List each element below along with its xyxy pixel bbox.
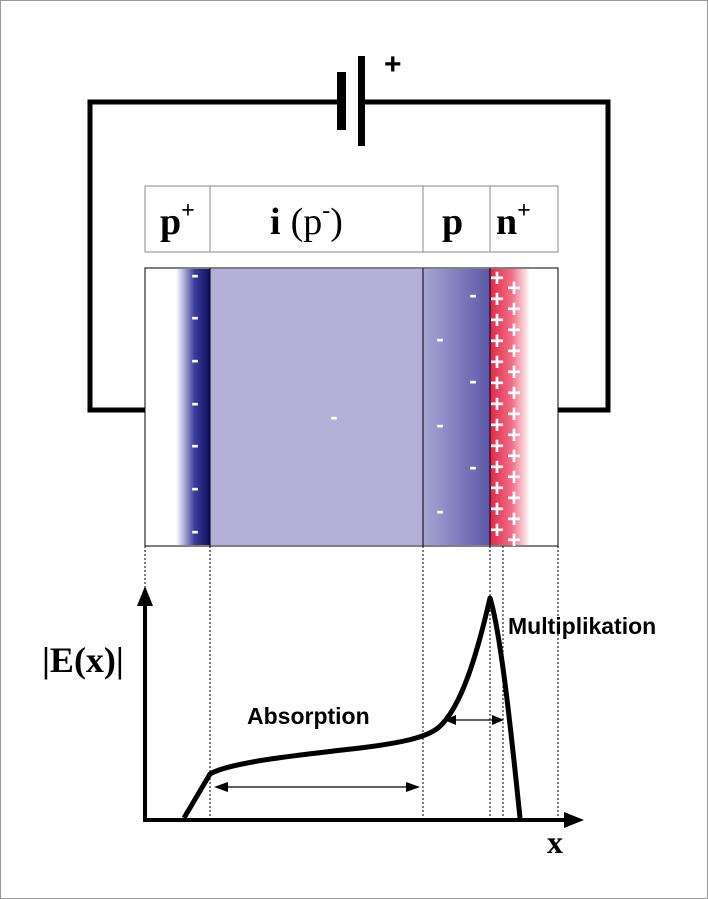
circuit-wire (87, 99, 611, 413)
plus-charge: + (490, 286, 504, 313)
plus-charge: + (490, 307, 504, 334)
intrinsic-region (210, 269, 423, 545)
absorption-arrow (214, 782, 420, 792)
device-body (144, 267, 559, 547)
plus-charge: + (490, 370, 504, 397)
minus-charge: - (191, 262, 198, 287)
y-axis-label: |E(x)| (42, 640, 124, 680)
plus-charge: + (490, 517, 504, 544)
plus-charge: + (490, 265, 504, 292)
plus-charge: + (507, 296, 521, 323)
plus-charge: + (490, 391, 504, 418)
multiplication-label: Multiplikation (508, 613, 656, 639)
y-axis-arrow-icon (137, 586, 153, 606)
battery-plus-sign: + (384, 48, 402, 81)
multiplication-arrow (444, 715, 504, 725)
minus-charge: - (191, 347, 198, 372)
plus-charge: + (507, 359, 521, 386)
minus-charge: - (330, 404, 337, 429)
minus-charge: - (436, 412, 443, 437)
plus-charge: + (507, 275, 521, 302)
minus-charge: - (191, 475, 198, 500)
plus-charge: + (490, 433, 504, 460)
minus-charge: - (436, 498, 443, 523)
plus-charge: + (507, 422, 521, 449)
label-n-plus: n+ (496, 198, 531, 243)
minus-charge: - (436, 326, 443, 351)
plus-charge: + (490, 328, 504, 355)
plus-charge: + (490, 412, 504, 439)
graph-axes (137, 586, 584, 828)
plus-charge: + (490, 496, 504, 523)
plus-charge: + (490, 475, 504, 502)
absorption-label: Absorption (247, 703, 370, 729)
minus-charge: - (469, 282, 476, 307)
plus-charge: + (490, 454, 504, 481)
plus-charge: + (507, 485, 521, 512)
plus-charge: + (507, 506, 521, 533)
plus-charge: + (507, 464, 521, 491)
label-i-region: i(p-) (270, 198, 343, 243)
minus-charge: - (191, 304, 198, 329)
n-plus-depletion (490, 269, 530, 545)
plus-charge: + (507, 317, 521, 344)
x-axis-arrow-icon (564, 812, 584, 828)
plus-charge: + (507, 338, 521, 365)
p-plus-depletion (176, 269, 210, 545)
plus-charge: + (490, 349, 504, 376)
minus-charge: - (469, 368, 476, 393)
minus-charge: - (469, 454, 476, 479)
plus-charge: + (507, 380, 521, 407)
label-p-plus: p+ (160, 198, 195, 243)
minus-charge: - (191, 432, 198, 457)
minus-charge: - (191, 390, 198, 415)
plus-charge: + (507, 401, 521, 428)
minus-charge: - (191, 518, 198, 543)
label-p: p (442, 201, 463, 243)
x-axis-label: x (547, 824, 563, 860)
plus-charge: + (507, 443, 521, 470)
space-charges: --------------++++++++++++++++++++++++++ (191, 262, 521, 554)
field-curve (181, 595, 523, 820)
plus-charge: + (507, 527, 521, 554)
battery-icon (337, 56, 365, 146)
p-region (423, 269, 490, 545)
region-label-strip (144, 185, 559, 253)
